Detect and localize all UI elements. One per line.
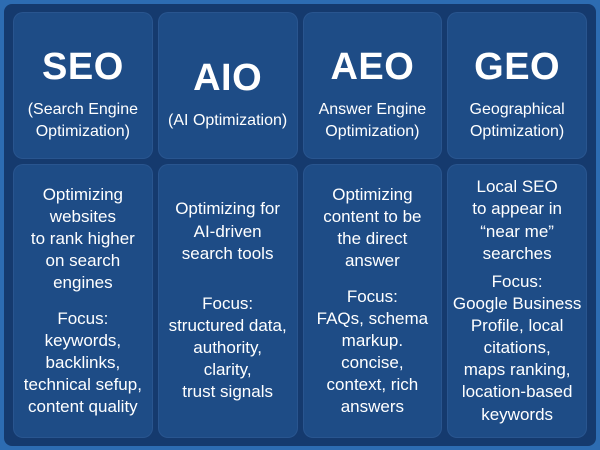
acronym-seo: SEO bbox=[42, 46, 124, 89]
comparison-grid: SEO (Search Engine Optimization) AIO (AI… bbox=[4, 4, 596, 446]
subtitle-aio: (AI Optimization) bbox=[168, 112, 288, 130]
header-card-aio: AIO (AI Optimization) bbox=[157, 12, 298, 159]
header-card-seo: SEO (Search Engine Optimization) bbox=[13, 12, 153, 159]
description-seo: Optimizing websites to rank higher on se… bbox=[30, 184, 135, 293]
acronym-aeo: AEO bbox=[330, 46, 415, 89]
acronym-geo: GEO bbox=[474, 46, 561, 89]
subtitle-seo: (Search Engine Optimization) bbox=[27, 101, 139, 140]
focus-aio: Focus: structured data, authority, clari… bbox=[168, 294, 287, 402]
body-card-geo: Local SEO to appear in “near me” searche… bbox=[447, 164, 587, 438]
focus-aeo: Focus: FAQs, schema markup. concise, con… bbox=[316, 286, 429, 417]
body-card-aeo: Optimizing content to be the direct answ… bbox=[302, 164, 443, 438]
subtitle-aeo: Answer Engine Optimization) bbox=[318, 101, 427, 140]
header-card-geo: GEO Geographical Optimization) bbox=[447, 12, 587, 159]
acronym-aio: AIO bbox=[193, 57, 263, 100]
focus-geo: Focus: Google Business Profile, local ci… bbox=[452, 272, 582, 424]
header-card-aeo: AEO Answer Engine Optimization) bbox=[302, 12, 443, 159]
body-card-seo: Optimizing websites to rank higher on se… bbox=[13, 164, 153, 438]
description-geo: Local SEO to appear in “near me” searche… bbox=[472, 177, 563, 263]
description-aio: Optimizing for AI-driven search tools bbox=[175, 199, 281, 263]
subtitle-geo: Geographical Optimization) bbox=[469, 101, 565, 140]
body-card-aio: Optimizing for AI-driven search tools Fo… bbox=[157, 164, 298, 438]
description-aeo: Optimizing content to be the direct answ… bbox=[323, 184, 422, 270]
focus-seo: Focus: keywords, backlinks, technical se… bbox=[23, 308, 142, 417]
